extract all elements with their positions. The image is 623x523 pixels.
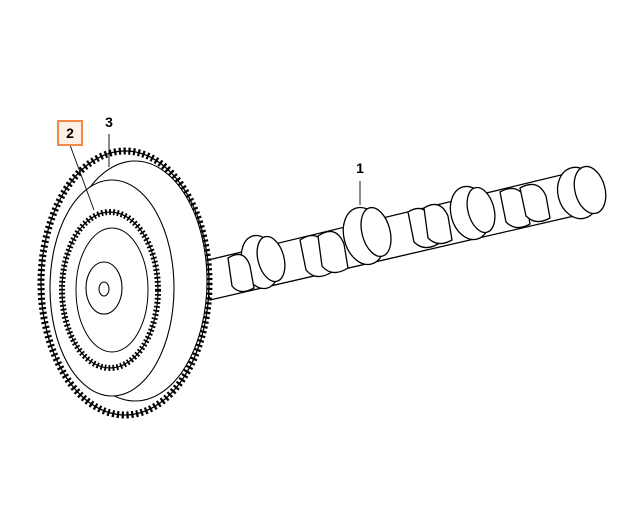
bearing-journal [449, 185, 496, 241]
camshaft[interactable] [199, 163, 611, 301]
callout-3-label: 3 [105, 114, 113, 130]
center-bore [98, 281, 110, 297]
drive-gear[interactable] [59, 209, 161, 371]
cam-lobe [299, 230, 349, 278]
bearing-journal [342, 206, 392, 266]
callout-3[interactable]: 3 [98, 111, 120, 133]
leader-line-2 [69, 144, 95, 211]
callout-1[interactable]: 1 [349, 157, 371, 179]
callout-2-label: 2 [66, 125, 74, 141]
callout-1-label: 1 [356, 160, 364, 176]
cam-lobe [227, 253, 255, 293]
cam-lobe [407, 203, 453, 249]
callout-2[interactable]: 2 [57, 120, 83, 146]
cam-lobe [499, 183, 551, 229]
